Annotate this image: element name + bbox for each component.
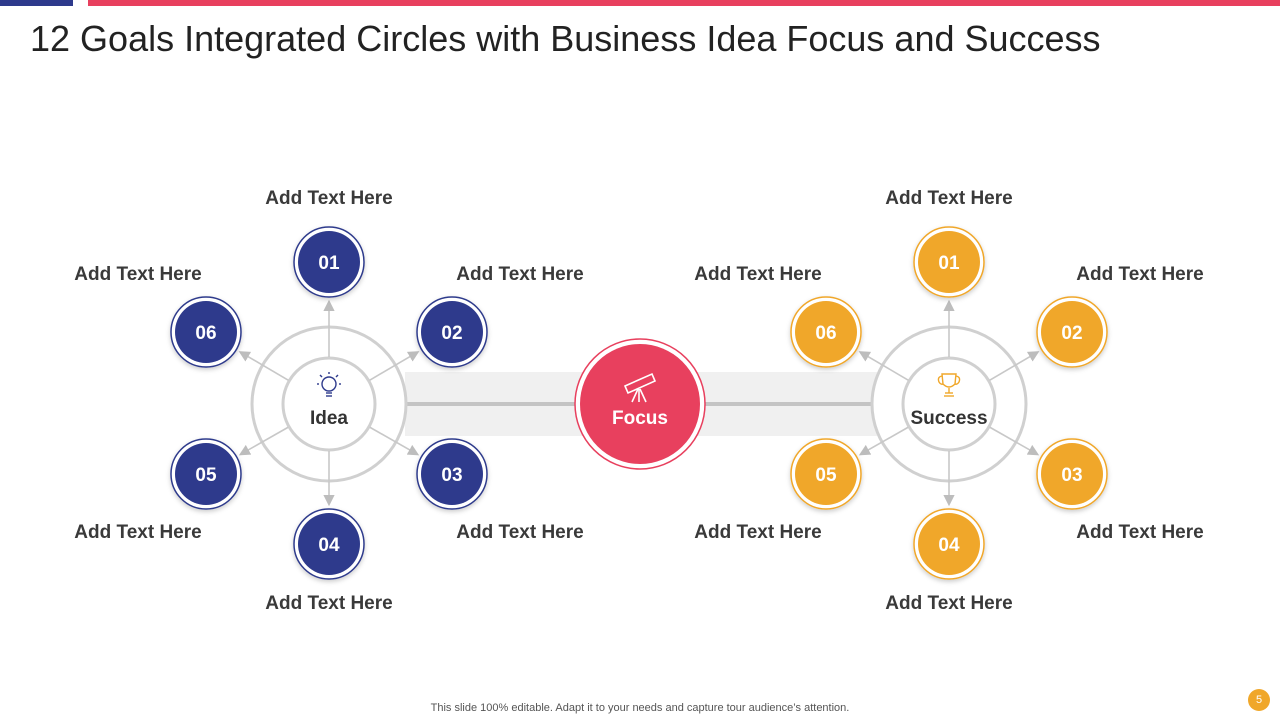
right-goal-node-04: 04	[913, 508, 985, 580]
left-goal-node-06: 06	[170, 296, 242, 368]
goal-number: 01	[938, 253, 960, 274]
connector-arrow	[369, 426, 420, 456]
goal-text-label: Add Text Here	[265, 188, 392, 209]
goal-number: 03	[441, 465, 462, 486]
accent-bar-blue	[0, 0, 73, 6]
connector-arrow	[858, 351, 909, 381]
connector-arrow	[989, 426, 1040, 456]
trophy-icon	[937, 373, 961, 397]
idea-label: Idea	[310, 408, 348, 429]
right-goal-node-06: 06	[790, 296, 862, 368]
left-goal-node-05: 05	[170, 438, 242, 510]
goal-text-label: Add Text Here	[885, 188, 1012, 209]
goal-number: 03	[1061, 465, 1082, 486]
goal-text-label: Add Text Here	[456, 264, 583, 285]
right-goal-node-01: 01	[913, 226, 985, 298]
left-goal-node-04: 04	[293, 508, 365, 580]
lightbulb-icon	[317, 372, 341, 397]
right-goal-node-02: 02	[1036, 296, 1108, 368]
goal-text-label: Add Text Here	[456, 522, 583, 543]
left-goal-node-01: 01	[293, 226, 365, 298]
success-label: Success	[910, 408, 987, 429]
goal-number: 05	[195, 465, 217, 486]
goal-text-label: Add Text Here	[694, 264, 821, 285]
goal-text-label: Add Text Here	[265, 593, 392, 614]
goal-number: 04	[938, 535, 960, 556]
goal-text-label: Add Text Here	[1076, 522, 1203, 543]
goal-text-label: Add Text Here	[694, 522, 821, 543]
page-number: 5	[1248, 689, 1270, 711]
goal-number: 04	[318, 535, 340, 556]
focus-circle	[574, 338, 706, 470]
focus-label: Focus	[612, 408, 668, 429]
goal-text-label: Add Text Here	[885, 593, 1012, 614]
connector-arrow	[238, 426, 289, 456]
telescope-icon	[623, 372, 657, 403]
connector-arrow	[858, 426, 909, 456]
goal-number: 02	[441, 323, 462, 344]
connector-arrow	[989, 351, 1040, 381]
footer-note: This slide 100% editable. Adapt it to yo…	[430, 702, 850, 714]
left-goal-node-03: 03	[416, 438, 488, 510]
accent-bar-red	[88, 0, 1280, 6]
goal-text-label: Add Text Here	[1076, 264, 1203, 285]
right-goal-node-03: 03	[1036, 438, 1108, 510]
goal-number: 06	[195, 323, 216, 344]
goal-number: 02	[1061, 323, 1082, 344]
connector-arrow	[238, 351, 289, 381]
page-title: 12 Goals Integrated Circles with Busines…	[30, 18, 1101, 59]
left-goal-node-02: 02	[416, 296, 488, 368]
goal-text-label: Add Text Here	[74, 522, 201, 543]
goal-text-label: Add Text Here	[74, 264, 201, 285]
right-goal-node-05: 05	[790, 438, 862, 510]
goal-number: 06	[815, 323, 836, 344]
goal-number: 05	[815, 465, 837, 486]
connector-arrow	[369, 351, 420, 381]
goal-number: 01	[318, 253, 340, 274]
